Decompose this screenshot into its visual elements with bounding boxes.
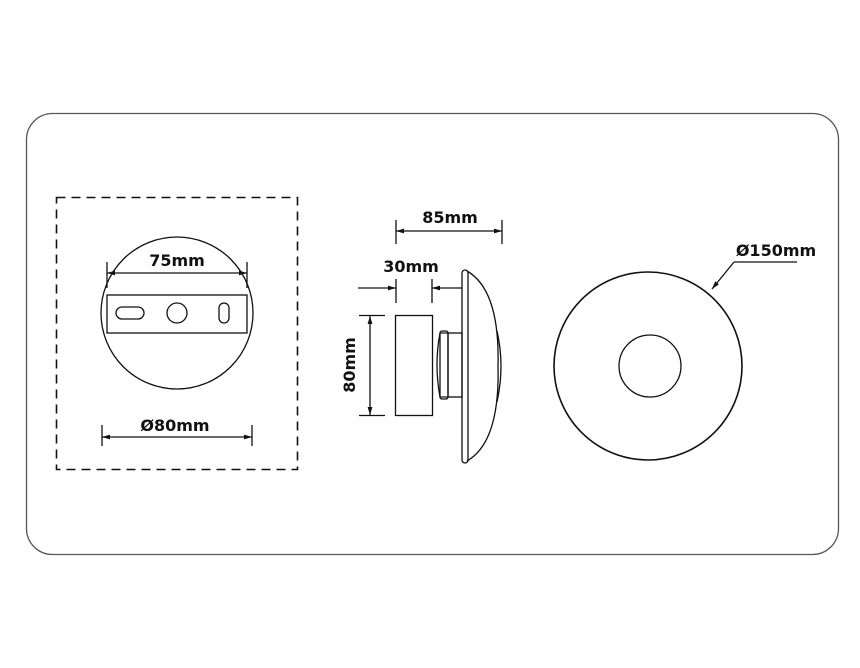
- side-view: 85mm 30mm 80mm: [340, 208, 503, 464]
- bracket: [106, 294, 248, 334]
- center-lens: [618, 334, 682, 398]
- slot-hole-horizontal: [115, 306, 145, 320]
- outer-disc: [553, 271, 743, 461]
- label-75mm: 75mm: [149, 251, 205, 270]
- slot-hole-vertical: [218, 302, 230, 324]
- collar: [436, 332, 448, 398]
- collar-ring: [439, 330, 449, 400]
- leader-arrow: [711, 261, 735, 290]
- front-view: Ø150mm: [553, 241, 816, 461]
- lens: [496, 330, 502, 403]
- neck: [447, 332, 463, 398]
- label-dia-80mm: Ø80mm: [140, 416, 209, 435]
- base-block: [394, 314, 434, 417]
- label-85mm: 85mm: [422, 208, 478, 227]
- dome-profile: [466, 270, 499, 462]
- label-80mm: 80mm: [340, 337, 359, 393]
- center-hole: [166, 302, 188, 324]
- back-plate: [461, 269, 469, 464]
- label-dia-150mm: Ø150mm: [736, 241, 816, 260]
- base-circle: [100, 236, 254, 390]
- mounting-plate-view: 75mm Ø80mm: [55, 196, 299, 471]
- label-30mm: 30mm: [383, 257, 439, 276]
- outer-frame: [25, 112, 840, 556]
- dashed-boundary: [55, 196, 299, 471]
